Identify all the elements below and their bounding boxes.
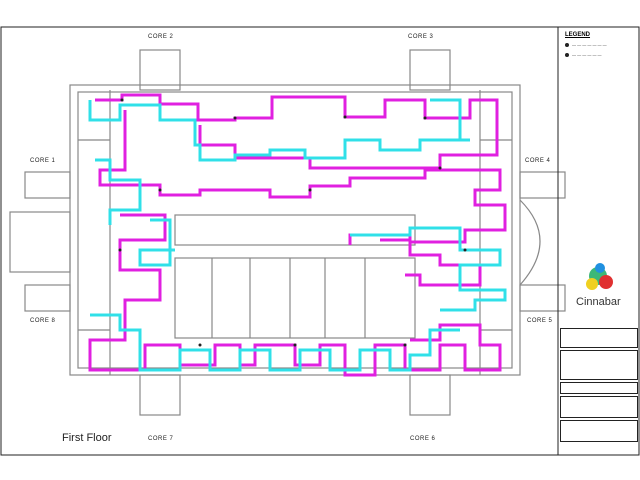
legend-item: — — — — — —	[565, 52, 602, 57]
core-label-6: CORE 6	[410, 436, 436, 442]
route-cyan	[88, 98, 507, 372]
core-label-4: CORE 4	[525, 158, 551, 164]
access-point-icon	[565, 42, 569, 47]
title-block-notes	[560, 396, 638, 418]
legend-item-label: — — — — — — —	[572, 42, 607, 47]
core-label-1: CORE 1	[30, 158, 56, 164]
floor-title: First Floor	[62, 432, 112, 444]
legend-item-label: — — — — — —	[572, 52, 602, 57]
route-magenta	[88, 93, 507, 377]
access-points	[118, 98, 467, 347]
legend-item: — — — — — — —	[565, 42, 607, 47]
legend-title: LEGEND	[565, 32, 591, 38]
building-walls	[9, 49, 566, 416]
core-label-5: CORE 5	[527, 318, 553, 324]
device-icon	[565, 52, 569, 57]
core-label-2: CORE 2	[148, 34, 174, 40]
title-block-drawing	[560, 382, 638, 394]
core-label-8: CORE 8	[30, 318, 56, 324]
title-block-revisions	[560, 350, 638, 380]
title-block-sheet	[560, 420, 638, 442]
core-label-3: CORE 3	[408, 34, 434, 40]
title-block-project	[560, 328, 638, 348]
title-block-logo	[586, 263, 613, 290]
brand-name: Cinnabar	[576, 296, 621, 308]
core-label-7: CORE 7	[148, 436, 174, 442]
sheet-border	[0, 26, 640, 456]
